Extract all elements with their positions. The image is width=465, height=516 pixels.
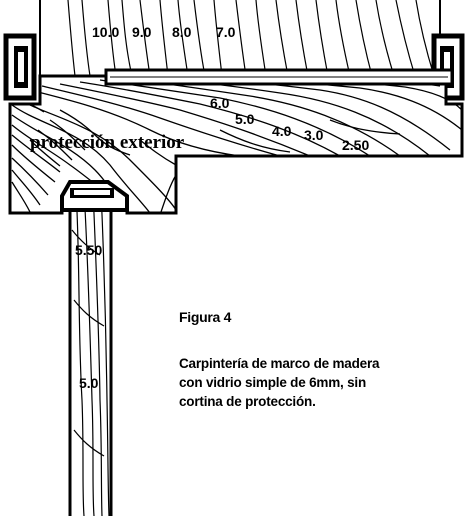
isotherm-label: 5.0: [235, 111, 255, 127]
lower-mullion: [68, 189, 113, 516]
isotherm-label: 6.0: [210, 95, 230, 111]
isotherm-label: 8.0: [172, 24, 192, 40]
figure-description-line: cortina de protección.: [179, 394, 316, 409]
figure-title: Figura 4: [179, 309, 232, 325]
left-wall-cap: [3, 33, 37, 101]
isotherm-label: 9.0: [132, 24, 152, 40]
isotherm-label: 7.0: [216, 24, 236, 40]
isotherm-label: 5.50: [75, 242, 102, 258]
isotherm-labels: 10.0 9.0 8.0 7.0 6.0 5.0 4.0 3.0 2.50 5.…: [75, 24, 369, 391]
isotherm-label: 10.0: [92, 24, 119, 40]
frame-grain-lines: [11, 77, 462, 213]
isotherm-label: 5.0: [79, 375, 99, 391]
isotherm-label: 3.0: [304, 127, 324, 143]
figure-description-line: con vidrio simple de 6mm, sin: [179, 375, 367, 390]
figure-description: Carpintería de marco de madera con vidri…: [179, 354, 449, 411]
mullion-grain-lines: [71, 189, 110, 516]
figure-description-line: Carpintería de marco de madera: [179, 356, 380, 371]
glass-bead: [104, 68, 454, 86]
isotherm-label: 2.50: [342, 137, 369, 153]
mullion-glass-head: [60, 180, 129, 212]
upper-grain-lines: [67, 0, 435, 76]
protection-label: protección exterior: [30, 132, 185, 153]
wood-frame-section: [8, 74, 464, 215]
isotherm-label: 4.0: [272, 123, 292, 139]
